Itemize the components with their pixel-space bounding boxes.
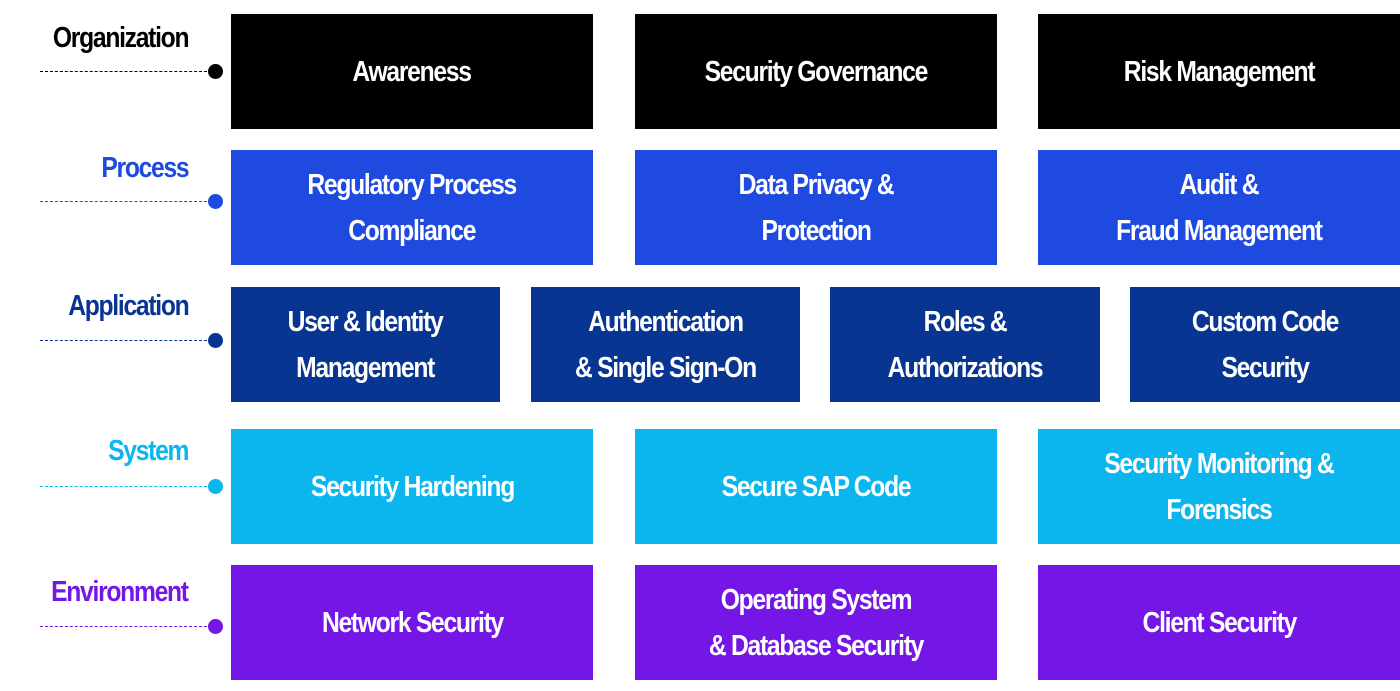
layer-box: Custom Code Security	[1130, 287, 1400, 402]
layer-box: User & Identity Management	[231, 287, 500, 402]
layer-box: Security Monitoring & Forensics	[1038, 429, 1400, 544]
box-label: Audit & Fraud Management	[1116, 168, 1323, 247]
layer-label-organization: Organization	[52, 22, 190, 54]
connector-line	[40, 340, 212, 341]
connector-line	[40, 626, 212, 627]
box-label: User & Identity Management	[288, 305, 444, 384]
connector-dot	[208, 479, 223, 494]
connector-dot	[208, 619, 223, 634]
box-label: Custom Code Security	[1191, 305, 1339, 384]
box-label: Risk Management	[1123, 55, 1316, 88]
layer-box: Operating System & Database Security	[635, 565, 997, 680]
connector-dot	[208, 64, 223, 79]
layer-box: Authentication & Single Sign-On	[531, 287, 800, 402]
layer-box: Regulatory Process Compliance	[231, 150, 593, 265]
box-label: Security Monitoring & Forensics	[1104, 447, 1335, 526]
layer-label-process: Process	[100, 152, 189, 184]
box-label: Roles & Authorizations	[887, 305, 1044, 384]
layer-box: Risk Management	[1038, 14, 1400, 129]
box-label: Regulatory Process Compliance	[307, 168, 518, 247]
connector-line	[40, 71, 212, 72]
box-label: Security Governance	[704, 55, 929, 88]
layer-box: Secure SAP Code	[635, 429, 997, 544]
box-label: Client Security	[1142, 606, 1297, 639]
box-label: Network Security	[321, 606, 504, 639]
layer-box: Roles & Authorizations	[830, 287, 1100, 402]
layer-box: Security Hardening	[231, 429, 593, 544]
layer-box: Client Security	[1038, 565, 1400, 680]
layer-label-environment: Environment	[51, 576, 189, 608]
connector-dot	[208, 194, 223, 209]
box-label: Operating System & Database Security	[708, 583, 924, 662]
box-label: Awareness	[352, 55, 473, 88]
layer-label-system: System	[107, 435, 189, 467]
box-label: Authentication & Single Sign-On	[575, 305, 757, 384]
layer-box: Data Privacy & Protection	[635, 150, 997, 265]
box-label: Secure SAP Code	[721, 470, 912, 503]
layer-box: Awareness	[231, 14, 593, 129]
layer-box: Audit & Fraud Management	[1038, 150, 1400, 265]
layer-box: Security Governance	[635, 14, 997, 129]
box-label: Security Hardening	[310, 470, 514, 503]
connector-line	[40, 201, 212, 202]
connector-dot	[208, 333, 223, 348]
box-label: Data Privacy & Protection	[738, 168, 895, 247]
layer-label-application: Application	[67, 290, 189, 322]
layer-box: Network Security	[231, 565, 593, 680]
connector-line	[40, 486, 212, 487]
